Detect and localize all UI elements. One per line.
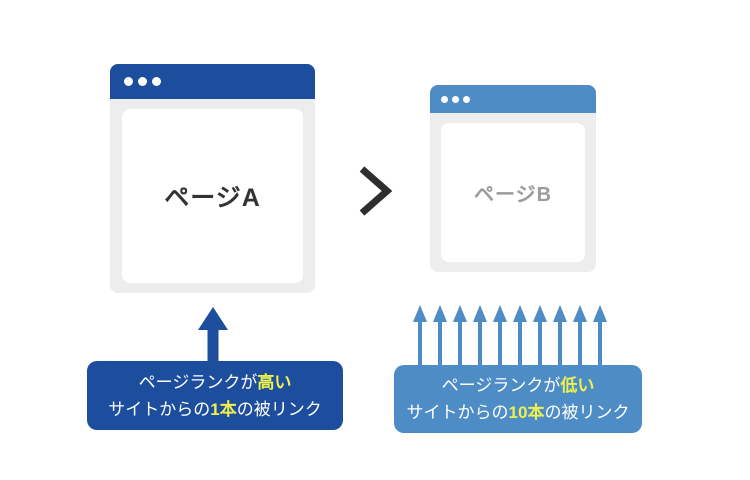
- caption-text: サイトからの: [406, 403, 509, 422]
- arrow-head: [412, 305, 427, 322]
- page-a-title: ページA: [164, 184, 261, 212]
- backlink-arrow-icon: [553, 305, 568, 365]
- window-dot-icon: [124, 77, 133, 86]
- arrow-head: [432, 305, 447, 322]
- arrow-stem: [578, 322, 583, 365]
- window-a-content: ページA: [122, 109, 303, 283]
- arrow-stem: [598, 322, 603, 365]
- backlink-arrow-icon: [573, 305, 588, 365]
- caption-line-2: サイトからの10本の被リンク: [407, 399, 630, 426]
- window-dot-icon: [138, 77, 147, 86]
- inbound-links-arrows-right: [412, 305, 608, 365]
- caption-highlight: 1本: [210, 399, 237, 419]
- single-backlink-arrow-icon: [198, 307, 228, 361]
- arrow-head: [472, 305, 487, 322]
- browser-window-page-b: ページB: [430, 85, 596, 272]
- page-b-caption: ページランクが低い サイトからの10本の被リンク: [394, 365, 642, 433]
- window-dot-icon: [441, 95, 448, 103]
- arrow-head: [573, 305, 588, 322]
- window-dot-icon: [463, 95, 470, 103]
- caption-text: ページランクが: [441, 376, 561, 395]
- backlink-arrow-icon: [593, 305, 608, 365]
- caption-highlight: 低い: [560, 376, 595, 395]
- arrow-stem: [417, 322, 422, 365]
- arrow-stem: [457, 322, 462, 365]
- caption-line-2: サイトからの1本の被リンク: [108, 396, 321, 423]
- arrow-head: [492, 305, 507, 322]
- browser-window-page-a: ページA: [110, 64, 315, 293]
- backlink-arrow-icon: [513, 305, 528, 365]
- arrow-head: [452, 305, 467, 322]
- caption-highlight: 10本: [508, 403, 545, 422]
- caption-text: サイトからの: [108, 399, 211, 419]
- backlink-arrow-icon: [432, 305, 447, 365]
- window-b-titlebar: [430, 85, 596, 113]
- arrow-stem: [558, 322, 563, 365]
- arrow-head: [593, 305, 608, 322]
- caption-text: ページランクが: [138, 372, 258, 392]
- backlink-arrow-icon: [492, 305, 507, 365]
- caption-line-1: ページランクが低い: [442, 372, 595, 399]
- arrow-head: [533, 305, 548, 322]
- backlink-arrow-icon: [412, 305, 427, 365]
- arrow-stem: [477, 322, 482, 365]
- caption-highlight: 高い: [257, 372, 292, 392]
- caption-text: の被リンク: [236, 399, 322, 419]
- window-dot-icon: [152, 77, 161, 86]
- window-b-control-dots-icon: [441, 95, 474, 103]
- greater-than-icon: [359, 166, 393, 216]
- window-a-titlebar: [110, 64, 315, 99]
- arrow-stem: [518, 322, 523, 365]
- page-a-caption: ページランクが高い サイトからの1本の被リンク: [87, 361, 343, 430]
- arrow-stem: [437, 322, 442, 365]
- window-a-control-dots-icon: [124, 77, 166, 86]
- window-b-content: ページB: [441, 123, 585, 262]
- window-dot-icon: [452, 95, 459, 103]
- arrow-head: [553, 305, 568, 322]
- arrow-head: [513, 305, 528, 322]
- backlink-arrow-icon: [452, 305, 467, 365]
- arrow-stem: [497, 322, 502, 365]
- page-b-title: ページB: [473, 184, 553, 206]
- backlink-arrow-icon: [472, 305, 487, 365]
- arrow-stem: [538, 322, 543, 365]
- caption-line-1: ページランクが高い: [139, 369, 292, 396]
- caption-text: の被リンク: [544, 403, 630, 422]
- backlink-arrow-icon: [533, 305, 548, 365]
